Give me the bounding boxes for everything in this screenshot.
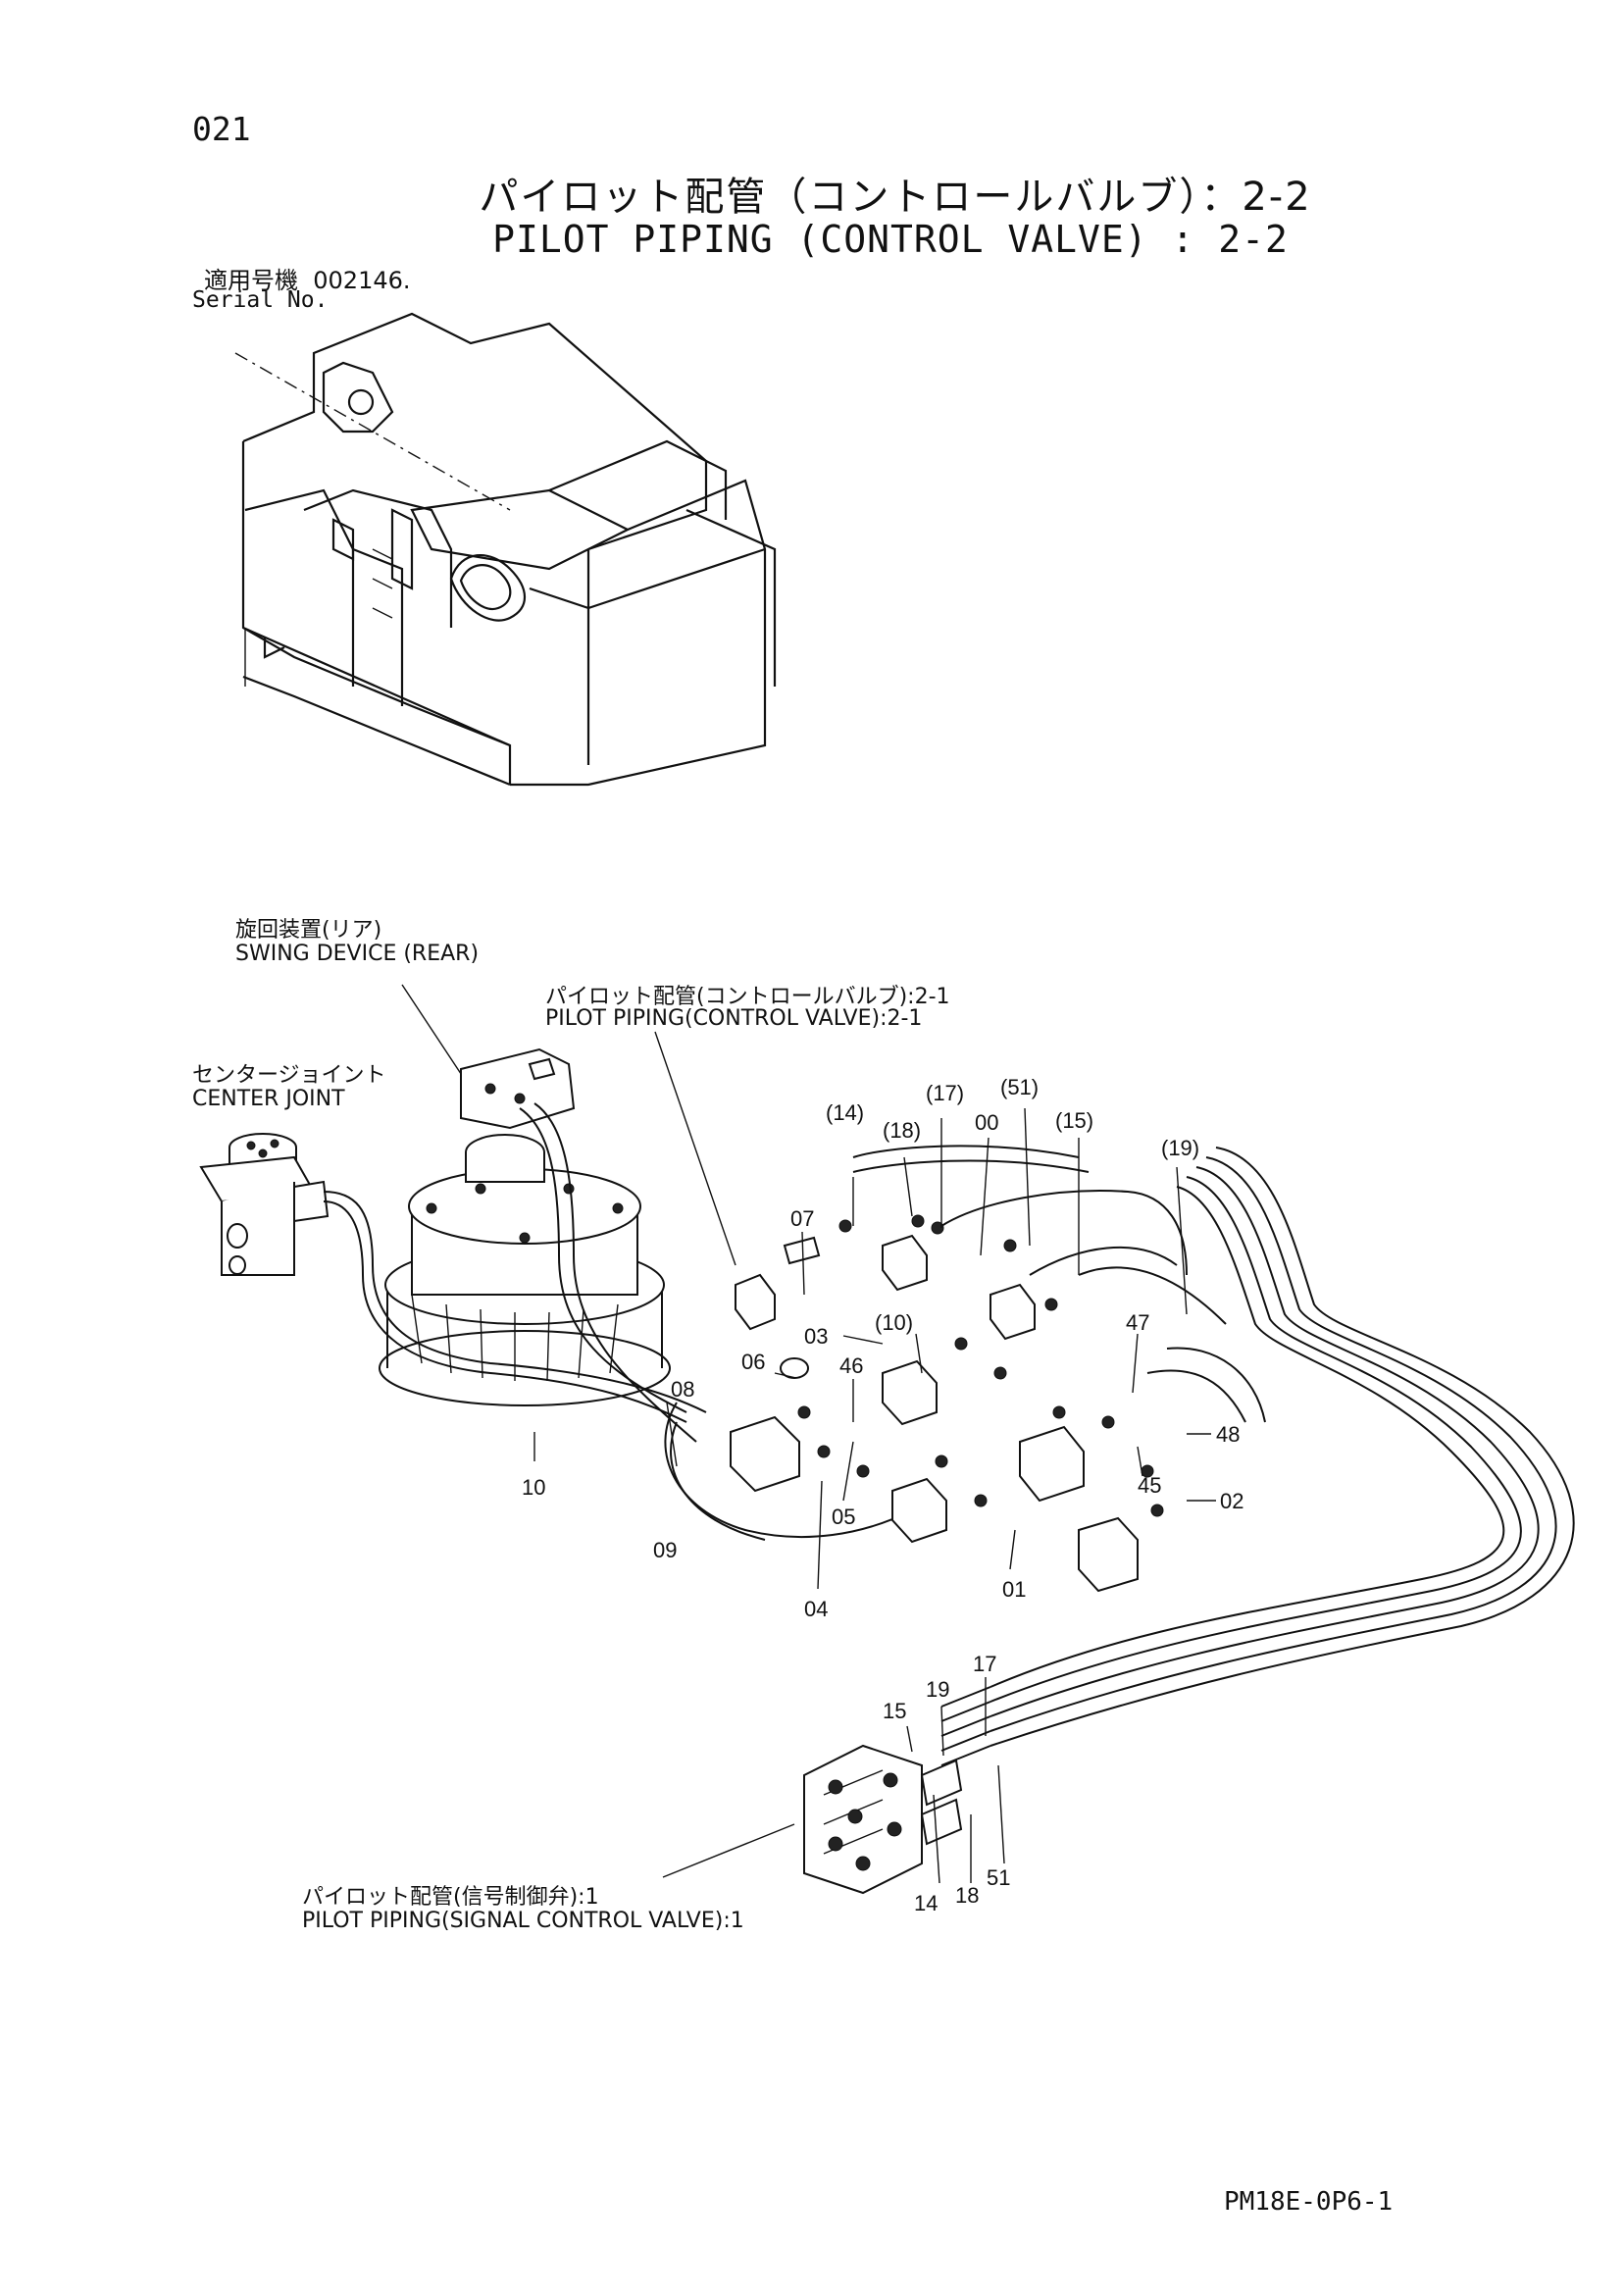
callout-label: 19: [926, 1677, 949, 1702]
machine-overview-drawing: [234, 312, 777, 787]
callout-label: 47: [1126, 1310, 1149, 1335]
fittings: [797, 1214, 1164, 1517]
callout-label: (19): [1161, 1136, 1199, 1160]
swing-device-label-jp: 旋回装置(リア): [235, 918, 382, 943]
serial-label-en: Serial No.: [192, 287, 329, 313]
valve-blocks: [730, 1234, 1139, 1593]
callout-label: 51: [987, 1865, 1010, 1890]
signal-cv-ref-en: PILOT PIPING(SIGNAL CONTROL VALVE):1: [302, 1909, 744, 1933]
page-title-en: PILOT PIPING (CONTROL VALVE) : 2-2: [492, 218, 1289, 261]
callout-numbers: (14) (18) (17) 00 (51) (15) (19) 07 (10)…: [522, 1075, 1243, 1915]
callout-label: (17): [926, 1081, 964, 1105]
signal-cv-ref-jp: パイロット配管(信号制御弁):1: [302, 1885, 599, 1910]
callout-label: (15): [1055, 1108, 1093, 1133]
callout-label: 04: [804, 1597, 828, 1621]
callout-label: 07: [790, 1206, 814, 1231]
swing-device-label-en: SWING DEVICE (REAR): [235, 942, 480, 966]
callout-label: (18): [883, 1118, 921, 1143]
callout-label: (10): [875, 1310, 913, 1335]
callout-label: 17: [973, 1652, 996, 1676]
callout-label: (51): [1000, 1075, 1039, 1099]
page-title-jp: パイロット配管（コントロールバルブ）：2-2: [479, 175, 1312, 220]
center-joint-part: [199, 1133, 330, 1276]
pilot-cv-ref-en: PILOT PIPING(CONTROL VALVE):2-1: [545, 1006, 923, 1031]
center-joint-label-en: CENTER JOINT: [192, 1087, 345, 1111]
serial-label-jp: 適用号機 002146.: [204, 267, 411, 294]
page-number: 021: [192, 110, 251, 148]
callout-label: 46: [839, 1353, 863, 1378]
callout-label: 09: [653, 1538, 677, 1562]
serial-value: 002146.: [313, 267, 411, 294]
hose-bundles: [323, 1102, 1575, 1766]
callout-label: 03: [804, 1324, 828, 1349]
callout-label: 06: [741, 1350, 765, 1374]
center-joint-label-jp: センタージョイント: [192, 1063, 386, 1088]
callout-label: 48: [1216, 1422, 1240, 1447]
callout-label: 01: [1002, 1577, 1026, 1602]
callout-label: 14: [914, 1891, 938, 1915]
callout-label: (14): [826, 1100, 864, 1125]
signal-control-valve-part: [803, 1744, 963, 1895]
callout-label: 05: [832, 1505, 855, 1529]
document-code: PM18E-0P6-1: [1224, 2187, 1394, 2217]
swing-device-part: [379, 1047, 671, 1406]
callout-leaders: [533, 1107, 1216, 1884]
pilot-cv-ref-jp: パイロット配管(コントロールバルブ):2-1: [545, 985, 950, 1009]
callout-label: 10: [522, 1475, 545, 1500]
callout-label: 45: [1138, 1473, 1161, 1498]
callout-label: 08: [671, 1377, 694, 1402]
callout-label: 02: [1220, 1489, 1243, 1513]
callout-label: 18: [955, 1883, 979, 1908]
callout-label: 15: [883, 1699, 906, 1723]
callout-label: 00: [975, 1110, 998, 1135]
